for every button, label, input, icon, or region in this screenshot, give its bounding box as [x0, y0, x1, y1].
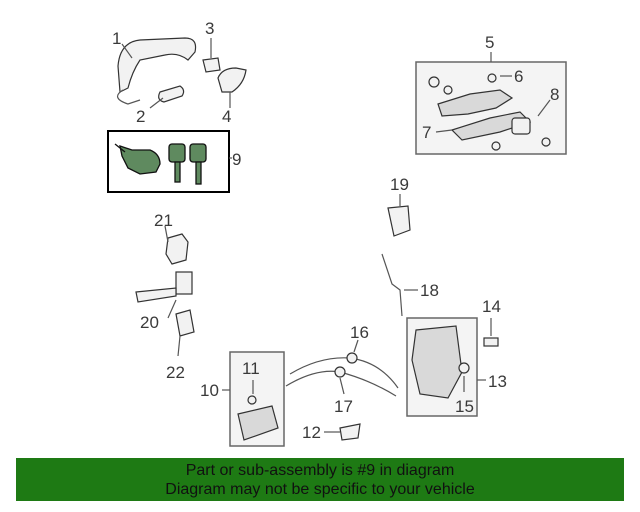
- part-box-10: [229, 351, 285, 447]
- part-striker[interactable]: [387, 205, 411, 237]
- part-lock-actuator[interactable]: [411, 325, 470, 399]
- part-hinge[interactable]: [165, 233, 189, 265]
- part-handle-bracket[interactable]: [158, 85, 185, 103]
- part-cables[interactable]: [285, 352, 399, 397]
- callout-4: 4: [222, 107, 231, 126]
- leader-8: [537, 99, 551, 117]
- part-door-check[interactable]: [135, 271, 193, 303]
- part-lock-rod[interactable]: [381, 253, 403, 317]
- callout-21: 21: [154, 211, 173, 230]
- part-outside-handle[interactable]: [117, 37, 197, 105]
- leader-7: [435, 129, 453, 133]
- part-inside-handle[interactable]: [237, 395, 279, 441]
- leader-21: [164, 225, 169, 243]
- leader-20: [167, 299, 177, 319]
- leader-1: [121, 43, 133, 59]
- part-inside-handle-frame[interactable]: [428, 73, 551, 151]
- callout-16: 16: [350, 323, 369, 342]
- leader-16: [353, 339, 359, 353]
- callout-12: 12: [302, 423, 321, 442]
- callout-6: 6: [514, 67, 523, 86]
- notice-banner: Part or sub-assembly is #9 in diagram Di…: [16, 458, 624, 501]
- part-bolt-14[interactable]: [483, 337, 499, 347]
- notice-line-1: Part or sub-assembly is #9 in diagram: [185, 461, 455, 479]
- callout-9: 9: [232, 150, 241, 169]
- part-handle-bezel[interactable]: [339, 423, 361, 441]
- callout-13: 13: [488, 372, 507, 391]
- callout-2: 2: [136, 107, 145, 126]
- callout-7: 7: [422, 123, 431, 142]
- callout-15: 15: [455, 397, 474, 416]
- part-check-bracket[interactable]: [175, 309, 195, 337]
- callout-22: 22: [166, 363, 185, 382]
- callout-17: 17: [334, 397, 353, 416]
- leader-2: [149, 97, 164, 109]
- callout-14: 14: [482, 297, 501, 316]
- part-lock-cylinder-keys[interactable]: [114, 143, 207, 185]
- part-handle-cover[interactable]: [217, 67, 247, 93]
- leader-22: [177, 335, 181, 357]
- notice-line-2: Diagram may not be specific to your vehi…: [165, 480, 475, 498]
- callout-1: 1: [112, 29, 121, 48]
- callout-8: 8: [550, 85, 559, 104]
- callout-3: 3: [205, 19, 214, 38]
- part-cap[interactable]: [202, 57, 221, 73]
- callout-10: 10: [200, 381, 219, 400]
- callout-18: 18: [420, 281, 439, 300]
- callout-19: 19: [390, 175, 409, 194]
- callout-20: 20: [140, 313, 159, 332]
- leader-17: [339, 377, 345, 395]
- callout-5: 5: [485, 33, 494, 52]
- callout-11: 11: [242, 359, 260, 378]
